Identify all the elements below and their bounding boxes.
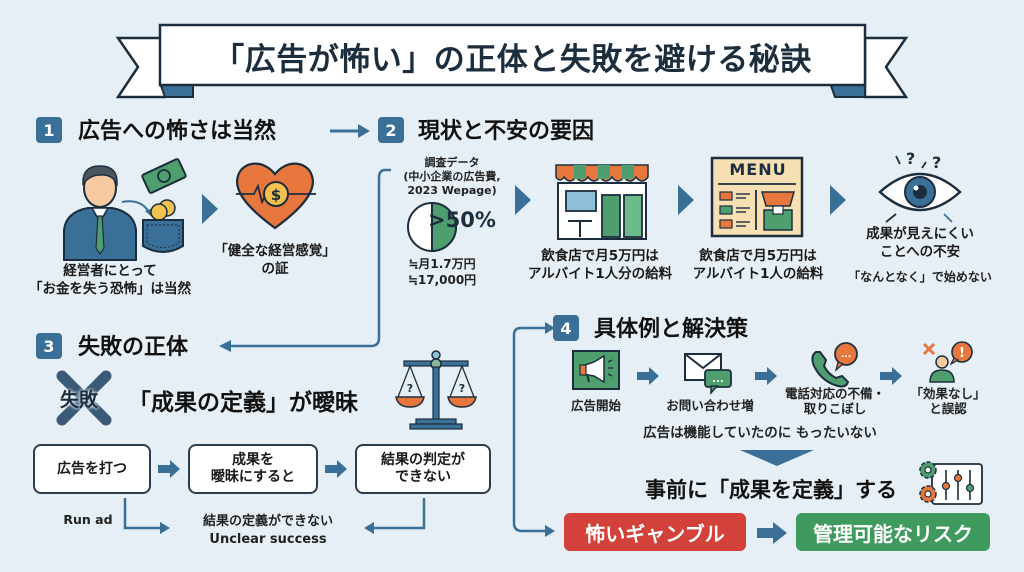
- arrow-right-icon: [325, 460, 347, 478]
- heart-caption-line1: 「健全な経営感覚」: [214, 243, 336, 259]
- person-caption-line2: 「お金を失う恐怖」は当然: [29, 281, 191, 297]
- chevron-right-icon: [202, 194, 218, 224]
- section-3-badge: 3: [36, 333, 62, 359]
- pie-slice-over-50: [431, 201, 457, 253]
- eye-subcaption: 「なんとなく」で始めない: [848, 270, 992, 284]
- svg-text:!: !: [959, 346, 965, 361]
- section-3-title: 失敗の正体: [78, 335, 189, 360]
- flow-box-ambiguous: 成果を 曖昧にすると: [188, 444, 318, 494]
- arrow-right-icon: [330, 124, 370, 138]
- waste-caption: 広告は機能していたのに もったいない: [643, 425, 877, 441]
- section-4-badge: 4: [553, 315, 579, 341]
- menu-caption-line2: アルバイト1人の給料: [692, 266, 824, 282]
- svg-text:$: $: [271, 186, 281, 204]
- survey-label: 調査データ: [424, 156, 480, 169]
- connector-to-section-4: [512, 322, 555, 537]
- unclear-result-jp: 結果の定義ができない: [202, 514, 333, 529]
- amount-yen: ≒17,000円: [407, 273, 477, 287]
- person-caption-line1: 経営者にとって: [63, 263, 157, 279]
- svg-text:?: ?: [459, 382, 465, 395]
- megaphone-icon: [572, 350, 620, 390]
- heart-caption-line2: の証: [261, 261, 289, 277]
- menu-caption-line1: 飲食店で月5万円は: [699, 248, 817, 264]
- businessman-icon: [63, 165, 137, 261]
- gears-sliders-icon: [919, 461, 983, 505]
- phone-chat-icon: ...: [811, 342, 858, 388]
- arrow-right-icon: [880, 367, 902, 385]
- cross-mark-icon: [56, 370, 112, 426]
- flow-box-run-ad: 広告を打つ: [33, 444, 151, 494]
- balance-scale-icon: ? ?: [395, 350, 477, 430]
- section-4-title: 具体例と解決策: [594, 317, 749, 342]
- down-arrow-icon: [740, 450, 814, 466]
- eye-caption-line2: ことへの不安: [879, 244, 961, 260]
- mail-chat-icon: ...: [684, 353, 732, 396]
- step-label-inquiries: お問い合わせ増: [666, 398, 754, 413]
- arrow-right-icon: [158, 460, 180, 478]
- menu-board-icon: [710, 156, 804, 238]
- menu-label: MENU: [729, 160, 787, 179]
- eye-caption-line1: 成果が見えにくい: [866, 226, 974, 242]
- connector-2-to-3: [219, 168, 391, 352]
- section-1-title: 広告への怖さは当然: [78, 119, 277, 144]
- section-2-badge: 2: [378, 117, 404, 143]
- unclear-result-en: Unclear success: [209, 532, 327, 547]
- eye-question-icon: ? ?: [878, 149, 962, 223]
- chevron-right-icon: [515, 185, 531, 215]
- shop-caption-line1: 飲食店で月5万円は: [541, 248, 659, 264]
- flow-box-no-judgment: 結果の判定が できない: [355, 444, 491, 494]
- arrow-right-icon: [637, 367, 659, 385]
- step-label-phone-miss: 電話対応の不備・ 取りこぼし: [784, 386, 885, 416]
- after-label-managed-risk: 管理可能なリスク: [796, 513, 990, 551]
- section-1-badge: 1: [36, 117, 62, 143]
- failure-label: 失敗: [60, 389, 99, 411]
- page-title: 「広告が怖い」の正体と失敗を避ける秘訣: [213, 42, 812, 78]
- person-alert-icon: !: [922, 341, 973, 383]
- svg-text:?: ?: [407, 382, 413, 395]
- section-2-title: 現状と不安の要因: [418, 119, 595, 144]
- survey-year: 2023 Wepage): [407, 184, 497, 197]
- pocket-coins-icon: [142, 199, 184, 253]
- run-ad-label: Run ad: [63, 512, 113, 527]
- title-banner: [115, 23, 909, 99]
- arrow-right-icon: [755, 367, 777, 385]
- pie-percent-label: >50%: [428, 208, 496, 232]
- chevron-right-icon: [678, 185, 694, 215]
- flow-return-arrows: [123, 498, 426, 534]
- chevron-right-icon: [830, 185, 846, 215]
- step-label-ad-start: 広告開始: [570, 398, 621, 413]
- svg-text:?: ?: [932, 153, 941, 172]
- shop-caption-line2: アルバイト1人分の給料: [527, 266, 673, 282]
- survey-source: (中小企業の広告費,: [403, 170, 501, 183]
- svg-text:?: ?: [906, 149, 915, 168]
- storefront-icon: [555, 164, 649, 240]
- solution-text: 事前に「成果を定義」する: [645, 478, 897, 502]
- svg-text:...: ...: [841, 350, 851, 360]
- step-label-misjudge: 「効果なし」 と誤認: [910, 386, 986, 416]
- money-bill-icon: [141, 158, 187, 194]
- svg-text:...: ...: [712, 374, 723, 385]
- amount-monthly: ≒月1.7万円: [408, 257, 476, 271]
- pie-chart: [407, 201, 457, 253]
- before-label-gamble: 怖いギャンブル: [564, 513, 746, 551]
- arrow-right-icon: [757, 522, 787, 544]
- failure-headline: 「成果の定義」が曖昧: [128, 390, 358, 416]
- heart-dollar-icon: $: [236, 162, 316, 230]
